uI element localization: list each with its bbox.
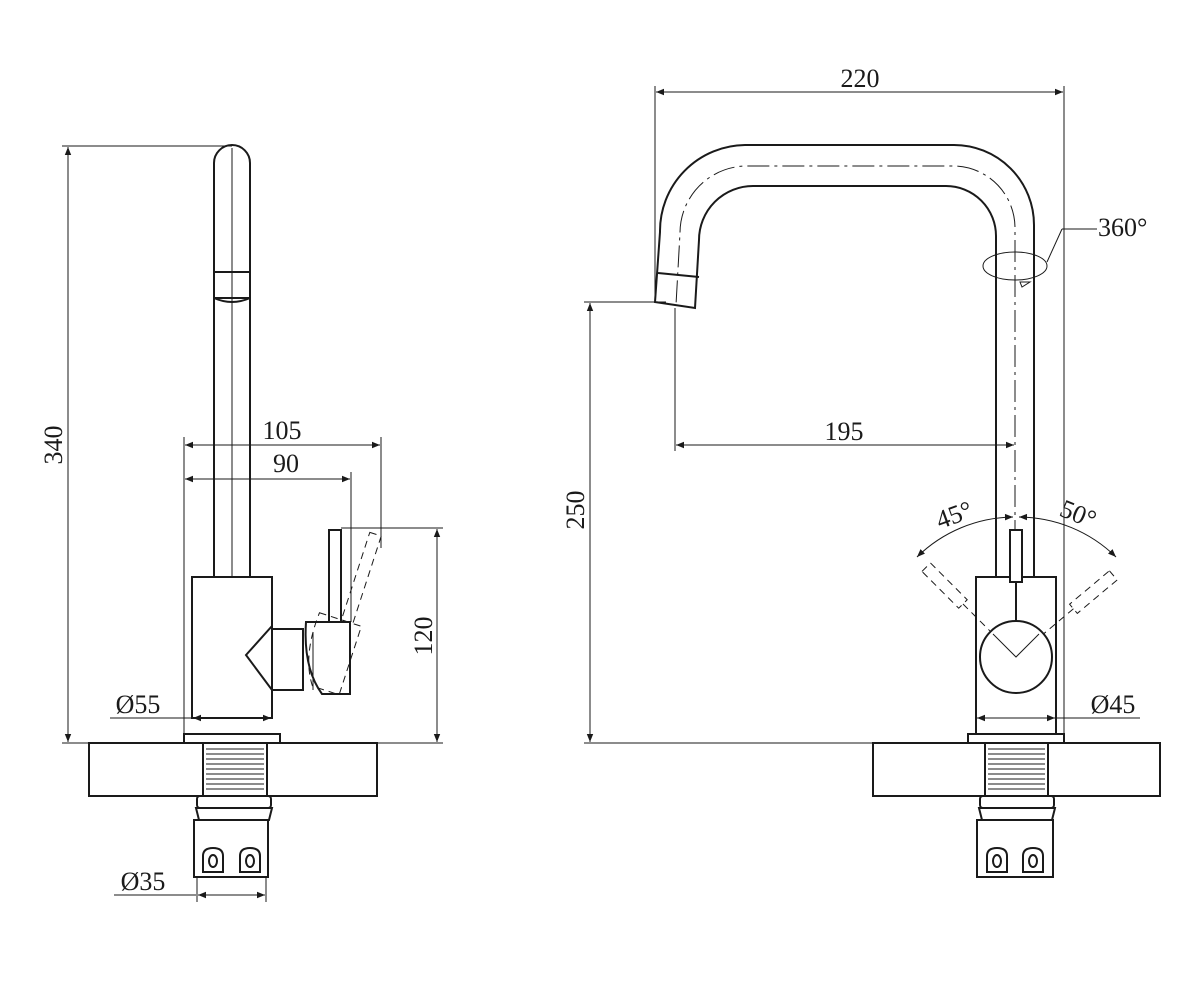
side-base-plate: [183, 733, 281, 744]
dimension-label-d55: Ø55: [116, 690, 161, 719]
front-handle-alternate-left: [921, 562, 991, 632]
side-handle-lever: [304, 529, 351, 695]
dimension-label-105: 105: [263, 416, 302, 445]
dimension-label-d35: Ø35: [121, 867, 166, 896]
dimension-label-50: 50°: [1056, 494, 1101, 535]
dimension-label-360: 360°: [1098, 213, 1147, 242]
front-spout: [653, 144, 1035, 578]
front-handle: [979, 529, 1053, 694]
dimension-side-handle-height: 120: [341, 527, 443, 744]
dimension-front-width: 220: [654, 64, 1065, 734]
dimension-label-90: 90: [273, 449, 299, 478]
dimension-label-120: 120: [409, 617, 438, 656]
dimension-side-depth-outer: 105: [183, 416, 382, 734]
side-handle-housing: [244, 623, 304, 694]
side-view: 340 105 90 120 Ø55: [39, 144, 443, 902]
side-handle-alternate: [308, 531, 382, 696]
dimension-front-body-diameter: Ø45: [977, 690, 1140, 722]
dimension-label-250: 250: [561, 491, 590, 530]
dimension-side-base-diameter: Ø55: [110, 690, 271, 722]
front-view: 360° 45° 50°: [561, 64, 1161, 878]
side-countertop: [88, 742, 378, 797]
dimension-side-depth-inner: 90: [185, 449, 352, 622]
front-countertop: [872, 742, 1161, 797]
dimension-label-220: 220: [841, 64, 880, 93]
dimension-front-spout-height: 250: [561, 301, 968, 744]
side-mounting-nut: [193, 795, 274, 878]
dimension-label-d45: Ø45: [1091, 690, 1136, 719]
dimension-side-height: 340: [39, 145, 232, 744]
front-handle-alternate-right: [1043, 570, 1118, 635]
dimension-front-reach: 195: [674, 308, 1014, 451]
dimension-label-45: 45°: [932, 495, 976, 535]
dimension-label-340: 340: [39, 426, 68, 465]
front-rotation-symbol: 360°: [982, 213, 1147, 288]
dimension-side-shank-diameter: Ø35: [114, 867, 267, 902]
front-base-plate: [967, 733, 1065, 744]
dimension-label-195: 195: [825, 417, 864, 446]
front-mounting-nut: [976, 795, 1057, 878]
